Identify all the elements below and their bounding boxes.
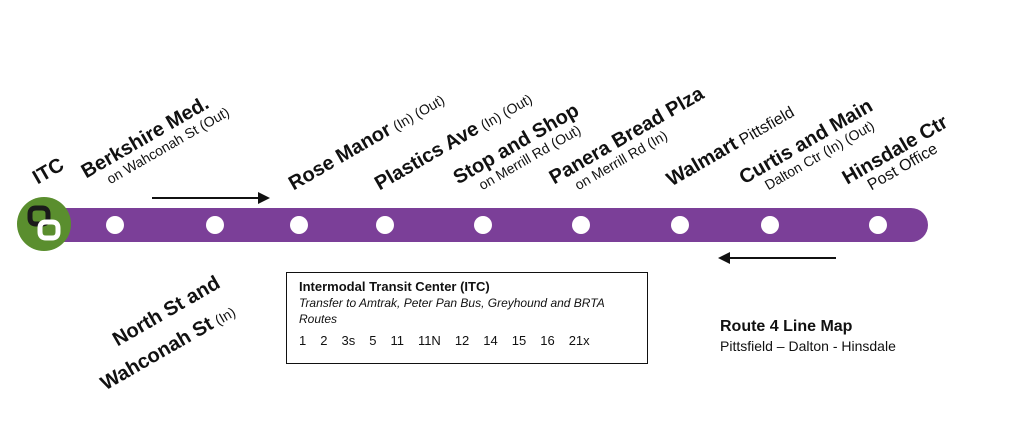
route-number: 15 bbox=[511, 333, 527, 349]
stop-dot-curtis[interactable] bbox=[761, 216, 779, 234]
itc-route-list: 1 2 3s 5 11 11N 12 14 15 16 21x bbox=[299, 333, 635, 348]
stop-dot-stop-shop[interactable] bbox=[474, 216, 492, 234]
outbound-arrow-head-icon bbox=[258, 192, 270, 204]
stop-dot-rose-manor[interactable] bbox=[290, 216, 308, 234]
route-number: 1 bbox=[299, 333, 307, 349]
stop-label-itc: ITC bbox=[29, 153, 68, 189]
route-number: 11N bbox=[417, 333, 441, 349]
route-number: 11 bbox=[390, 333, 404, 349]
stop-dot-berkshire[interactable] bbox=[106, 216, 124, 234]
route-number: 2 bbox=[320, 333, 328, 349]
route-number: 12 bbox=[454, 333, 470, 349]
itc-box-title: Intermodal Transit Center (ITC) bbox=[299, 279, 490, 294]
itc-logo-icon bbox=[17, 197, 71, 251]
route-number: 16 bbox=[540, 333, 555, 349]
map-title: Route 4 Line Map bbox=[720, 318, 853, 335]
outbound-arrow bbox=[152, 197, 260, 199]
stop-label-rose-manor: Rose Manor (In) (Out) bbox=[285, 91, 448, 195]
route-number: 3s bbox=[341, 333, 356, 349]
stop-dot-walmart[interactable] bbox=[671, 216, 689, 234]
itc-box-description: Transfer to Amtrak, Peter Pan Bus, Greyh… bbox=[299, 296, 605, 326]
route-number: 5 bbox=[369, 333, 377, 349]
inbound-arrow bbox=[730, 257, 836, 259]
itc-info-box: Intermodal Transit Center (ITC) Transfer… bbox=[286, 272, 648, 364]
route-number: 21x bbox=[568, 333, 590, 349]
route-number: 14 bbox=[483, 333, 498, 349]
map-subtitle: Pittsfield – Dalton - Hinsdale bbox=[720, 338, 896, 354]
map-caption: Route 4 Line Map Pittsfield – Dalton - H… bbox=[720, 318, 896, 354]
stop-dot-north-st[interactable] bbox=[206, 216, 224, 234]
stop-label-berkshire: Berkshire Med. on Wahconah St (Out) bbox=[77, 92, 232, 187]
inbound-arrow-head-icon bbox=[718, 252, 730, 264]
stop-dot-plastics[interactable] bbox=[376, 216, 394, 234]
stop-dot-panera[interactable] bbox=[572, 216, 590, 234]
stop-dot-hinsdale[interactable] bbox=[869, 216, 887, 234]
